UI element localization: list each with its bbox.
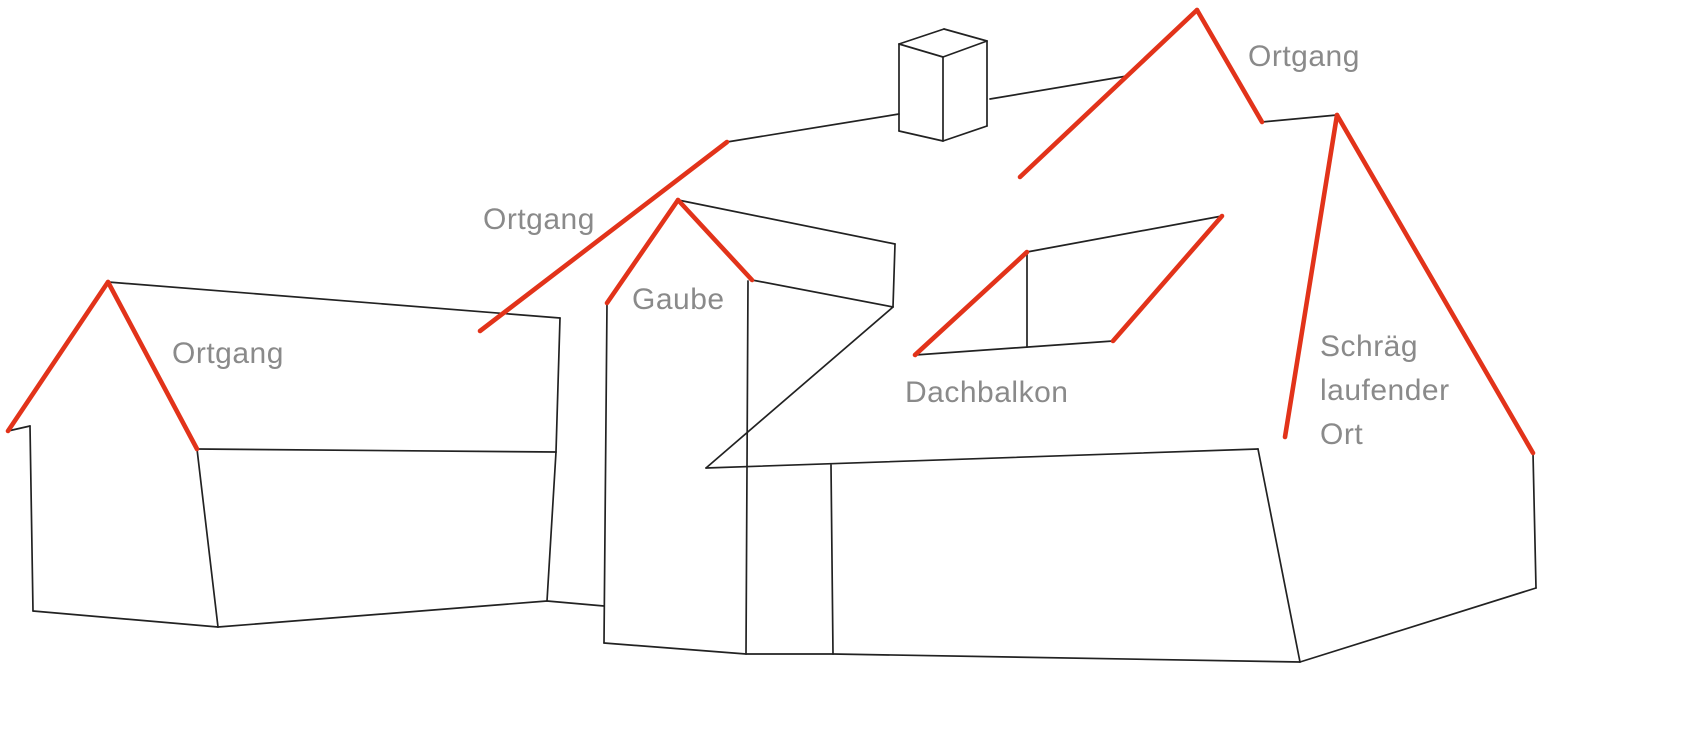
house-outline-segment: [943, 28, 988, 42]
house-outline-segment: [107, 281, 561, 319]
label-ortgang-left-house: Ortgang: [172, 337, 284, 370]
house-outline-segment: [914, 340, 1114, 356]
house-outline-segment: [1299, 587, 1537, 663]
verge-highlight-segment: [1194, 7, 1265, 125]
verge-highlight-segment: [1334, 112, 1536, 456]
verge-highlight-segment: [604, 197, 681, 306]
verge-highlight-segment: [1282, 112, 1340, 440]
verge-highlight-segment: [105, 279, 200, 452]
house-outline-segment: [603, 642, 747, 655]
house-outline-segment: [745, 280, 749, 655]
house-outline-segment: [677, 199, 896, 245]
house-outline-segment: [898, 130, 944, 142]
house-outline-segment: [32, 610, 219, 628]
house-outline-segment: [942, 40, 988, 58]
verge-highlight-segment: [477, 139, 730, 334]
verge-highlight-lines: [5, 7, 1536, 456]
verge-highlight-segment: [5, 279, 111, 434]
house-outline-segment: [892, 243, 896, 308]
house-outline-segment: [832, 653, 1301, 663]
house-outline-segment: [705, 306, 894, 469]
house-outline-segment: [705, 448, 1259, 469]
house-outline-segment: [7, 425, 31, 432]
label-ortgang-rear-gable: Ortgang: [1248, 40, 1360, 73]
label-gaube: Gaube: [632, 283, 725, 316]
house-outline-lines: [7, 28, 1537, 663]
verge-highlight-segment: [675, 197, 755, 283]
verge-highlight-segment: [1110, 213, 1225, 344]
house-outline-segment: [196, 448, 557, 453]
house-outline-segment: [942, 125, 988, 142]
house-outline-segment: [546, 451, 557, 602]
house-outline-segment: [1257, 448, 1301, 663]
house-outline-segment: [217, 600, 548, 628]
house-outline-segment: [603, 302, 608, 644]
label-schraeg-laufender-ort-line-3: Ort: [1320, 418, 1363, 451]
verge-highlight-segment: [1017, 7, 1200, 180]
house-outline-segment: [546, 600, 605, 607]
label-dachbalkon: Dachbalkon: [905, 376, 1068, 409]
verge-highlight-segment: [912, 249, 1030, 358]
label-schraeg-laufender-ort-line-1: Schräg: [1320, 330, 1418, 363]
label-schraeg-laufender-ort-line-2: laufender: [1320, 374, 1450, 407]
house-outline-segment: [1532, 452, 1537, 589]
diagram-labels: Ortgang Gaube Ortgang Ortgang Dachbalkon…: [172, 40, 1450, 451]
house-outline-segment: [1261, 114, 1338, 123]
house-outline-segment: [726, 113, 900, 143]
house-outline-segment: [830, 464, 834, 655]
house-outline-segment: [555, 317, 561, 453]
label-ortgang-main-roof: Ortgang: [483, 203, 595, 236]
house-outline-segment: [1026, 215, 1223, 253]
house-outline-segment: [751, 279, 894, 308]
house-outline-segment: [989, 75, 1128, 100]
house-outline-segment: [898, 28, 945, 45]
house-outline-segment: [29, 425, 34, 612]
house-outline-segment: [898, 43, 944, 58]
house-outline-segment: [196, 448, 219, 628]
